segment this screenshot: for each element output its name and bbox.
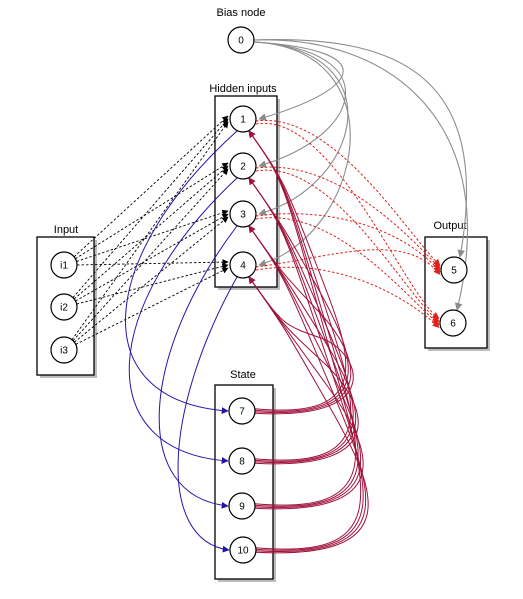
node-6-label: 6 xyxy=(450,319,456,330)
node-1: 1 xyxy=(229,105,257,133)
node-6-circle xyxy=(439,309,467,337)
node-i3-circle xyxy=(50,336,78,364)
hidden-to-output-edge-1-6 xyxy=(255,123,440,319)
hidden-to-output-edges xyxy=(255,120,441,328)
input-edge-i2-1 xyxy=(72,118,229,298)
node-10-circle xyxy=(229,536,257,564)
input-edge-i1-3 xyxy=(76,209,229,262)
node-i2-circle xyxy=(50,293,78,321)
nodes: 0 1 2 3 4 5 6 7 8 9 10 i1 i2 i3 xyxy=(50,26,468,564)
input-edge-i2-2 xyxy=(73,165,229,300)
node-i1: i1 xyxy=(50,251,78,279)
state-to-hidden-edge-7-2 xyxy=(248,177,349,412)
bias-edge-0-5 xyxy=(253,39,468,258)
node-5-circle xyxy=(440,256,468,284)
node-0-circle xyxy=(227,26,255,54)
hidden-to-output-edge-3-6 xyxy=(255,217,440,325)
state-to-hidden-edge-8-3 xyxy=(248,225,357,464)
node-0-label: 0 xyxy=(238,36,244,47)
hidden-to-output-edge-4-5 xyxy=(255,249,441,276)
bias-edges xyxy=(253,39,468,311)
hidden-to-output-edge-1-5 xyxy=(255,120,441,266)
node-2: 2 xyxy=(229,152,257,180)
hidden-to-output-edge-2-5 xyxy=(255,166,441,270)
hidden-to-state-edge-3-9 xyxy=(158,225,238,509)
node-7-label: 7 xyxy=(239,407,245,418)
node-2-circle xyxy=(229,152,257,180)
state-title: State xyxy=(230,369,256,381)
node-4: 4 xyxy=(229,251,257,279)
node-3-circle xyxy=(229,200,257,228)
node-2-label: 2 xyxy=(240,162,246,173)
node-10-label: 10 xyxy=(237,546,249,557)
node-i2: i2 xyxy=(50,293,78,321)
node-7-circle xyxy=(228,397,256,425)
node-i2-label: i2 xyxy=(60,303,68,314)
input-edges xyxy=(71,115,229,345)
output-title: Output xyxy=(433,220,466,232)
bias-edge-0-1 xyxy=(253,41,344,121)
hidden-to-output-edge-2-6 xyxy=(255,169,440,322)
node-i3: i3 xyxy=(50,336,78,364)
state-to-hidden-edge-10-3 xyxy=(248,225,367,553)
node-9-label: 9 xyxy=(239,502,245,513)
state-to-hidden-edge-10-2 xyxy=(248,177,364,551)
node-0: 0 xyxy=(227,26,255,54)
state-to-hidden-edge-10-4 xyxy=(248,276,369,554)
node-9-circle xyxy=(228,492,256,520)
state-to-hidden-edges xyxy=(248,130,369,554)
node-6: 6 xyxy=(439,309,467,337)
bias-node-title: Bias node xyxy=(217,7,266,19)
node-5: 5 xyxy=(440,256,468,284)
state-to-hidden-edge-10-1 xyxy=(248,130,362,550)
hidden-to-output-edge-4-6 xyxy=(255,266,440,328)
node-8: 8 xyxy=(228,447,256,475)
input-edge-i1-2 xyxy=(75,162,229,260)
input-edge-i2-4 xyxy=(76,263,229,305)
hidden-inputs-title: Hidden inputs xyxy=(209,83,277,95)
node-7: 7 xyxy=(228,397,256,425)
node-4-circle xyxy=(229,251,257,279)
input-edge-i1-4 xyxy=(76,258,229,266)
bias-edge-0-6 xyxy=(253,39,468,311)
node-5-label: 5 xyxy=(451,266,457,277)
hidden-to-state-edges xyxy=(125,130,238,553)
input-edge-i3-3 xyxy=(74,216,229,343)
node-10: 10 xyxy=(229,536,257,564)
hidden-to-state-edge-2-8 xyxy=(128,177,238,465)
input-edge-i1-1 xyxy=(73,115,229,258)
bias-edge-0-4 xyxy=(253,41,351,267)
hidden-to-state-edge-1-7 xyxy=(125,130,238,415)
input-edge-i3-4 xyxy=(75,267,229,345)
input-title: Input xyxy=(54,224,78,236)
node-1-circle xyxy=(229,105,257,133)
node-i1-circle xyxy=(50,251,78,279)
node-1-label: 1 xyxy=(240,115,246,126)
node-4-label: 4 xyxy=(240,261,246,272)
node-8-label: 8 xyxy=(239,457,245,468)
hidden-to-state-edge-4-10 xyxy=(177,276,238,553)
node-3-label: 3 xyxy=(240,210,246,221)
node-8-circle xyxy=(228,447,256,475)
state-to-hidden-edge-9-4 xyxy=(248,276,364,510)
node-i1-label: i1 xyxy=(60,261,68,272)
hidden-to-output-edge-3-5 xyxy=(255,213,441,273)
node-3: 3 xyxy=(229,200,257,228)
input-edge-i2-3 xyxy=(75,213,229,302)
node-9: 9 xyxy=(228,492,256,520)
node-i3-label: i3 xyxy=(60,346,68,357)
bias-edge-0-3 xyxy=(253,41,349,216)
